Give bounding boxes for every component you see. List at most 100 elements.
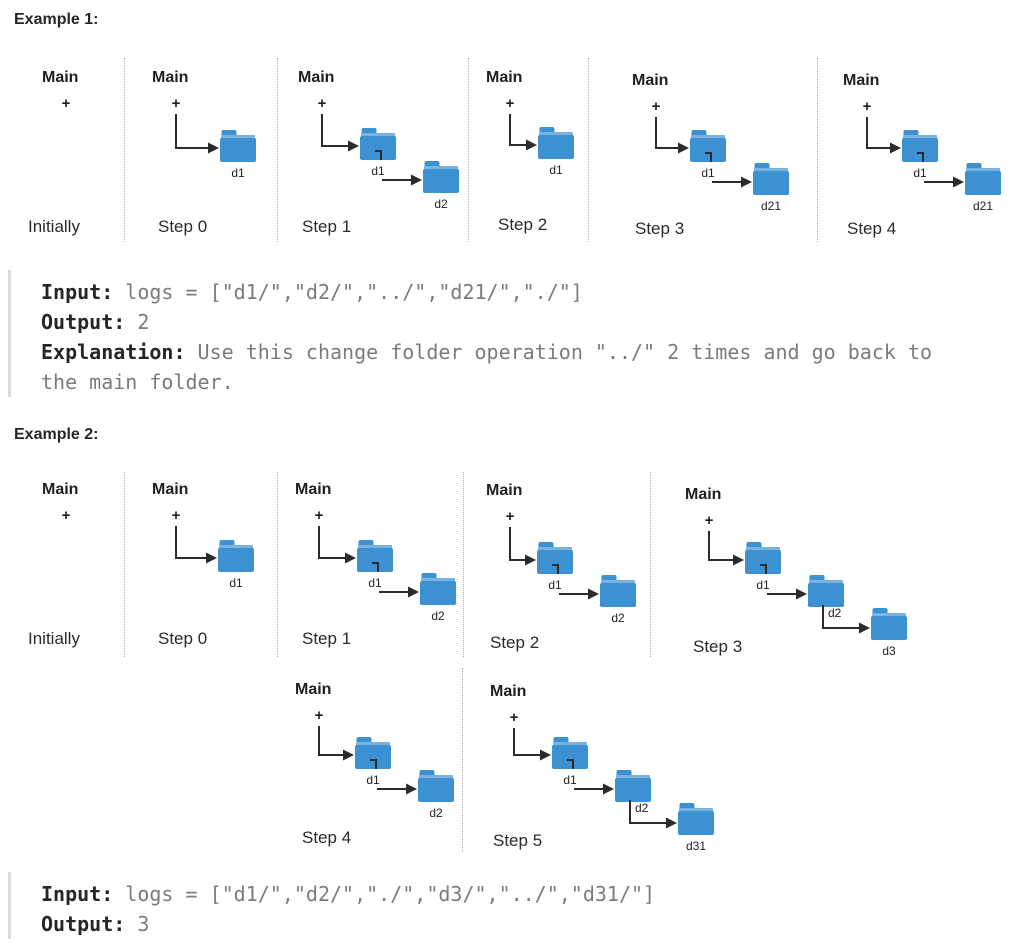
folder-icon [355,737,391,769]
panel-separator [650,472,651,657]
plus-icon: + [651,98,661,115]
connector-line [552,564,559,574]
connector-line [372,562,379,572]
step-label: Step 0 [158,629,208,648]
output-value: 2 [125,310,150,334]
plus-icon: + [862,98,872,115]
step-label: Initially [28,629,80,648]
folder-label: d1 [371,164,385,178]
arrowhead-icon [741,176,752,188]
folder-label: d1 [231,166,245,180]
connector-line [655,117,680,149]
step-label: Step 2 [498,215,548,234]
output-line: Output: 3 [41,909,946,939]
panel-separator [277,58,278,242]
step-label: Step 5 [493,831,543,850]
connector-line [708,531,735,561]
arrowhead-icon [348,140,359,152]
arrowhead-icon [678,142,689,154]
plus-icon: + [704,512,714,529]
example2-heading: Example 2: [14,426,99,443]
explanation-value: Use this change folder operation "../" 2… [41,340,945,394]
folder-label: d1 [756,578,770,592]
step-label: Step 3 [635,219,685,238]
connector-line [705,152,712,162]
folder-icon [808,575,844,607]
connector-line [318,726,345,756]
folder-label: d1 [229,576,243,590]
step-label: Step 2 [490,633,540,652]
main-label: Main [42,69,79,86]
main-label: Main [152,481,189,498]
connector-line [375,150,382,160]
main-label: Main [295,481,332,498]
main-label: Main [632,72,669,89]
connector-line [866,117,892,149]
panel-separator [277,472,278,657]
input-value: logs = ["d1/","d2/","../","d21/","./"] [113,280,583,304]
folder-label: d1 [563,773,577,787]
main-label: Main [685,486,722,503]
folder-label: d1 [913,166,927,180]
folder-label: d21 [760,199,782,213]
step-label: Initially [28,217,80,236]
plus-icon: + [509,709,519,726]
folder-icon [615,770,651,802]
main-label: Main [295,681,332,698]
step-label: Step 0 [158,217,208,236]
input-label: Input: [41,882,114,906]
folder-label: d1 [701,166,715,180]
arrowhead-icon [796,588,807,600]
main-label: Main [843,72,880,89]
main-label: Main [298,69,335,86]
connector-line [175,114,210,149]
plus-icon: + [61,95,71,112]
connector-line [760,564,767,574]
connector-line [917,152,924,162]
folder-label: d3 [882,644,896,658]
panel-separator [817,58,818,242]
input-label: Input: [41,280,114,304]
arrowhead-icon [208,142,219,154]
folder-icon [552,737,588,769]
folder-icon [678,803,714,835]
connector-line [370,759,377,769]
folder-icon [357,540,393,572]
arrowhead-icon [343,749,354,761]
connector-line [175,526,208,559]
plus-icon: + [505,95,515,112]
input-line: Input: logs = ["d1/","d2/","../","d21/",… [41,277,946,307]
plus-icon: + [505,508,515,525]
input-value: logs = ["d1/","d2/","./","d3/","../","d3… [113,882,656,906]
panel-separator [588,58,589,242]
folder-icon [690,130,726,162]
connector-line [318,526,347,559]
folder-label: d2 [828,606,842,620]
output-label: Output: [41,912,126,936]
input-line: Input: logs = ["d1/","d2/","./","d3/",".… [41,879,946,909]
arrowhead-icon [408,586,419,598]
connector-line [509,527,527,561]
folder-label: d1 [549,163,563,177]
connector-line [513,728,542,756]
folder-label: d2 [429,806,443,820]
plus-icon: + [314,707,324,724]
output-label: Output: [41,310,126,334]
main-label: Main [486,482,523,499]
example1-io-block: Input: logs = ["d1/","d2/","../","d21/",… [8,270,946,397]
folder-icon [220,130,256,162]
output-value: 3 [125,912,150,936]
panel-separator [462,668,463,852]
plus-icon: + [314,507,324,524]
plus-icon: + [61,507,71,524]
arrowhead-icon [953,176,964,188]
step-label: Step 3 [693,637,743,656]
plus-icon: + [171,95,181,112]
folder-label: d2 [434,197,448,211]
plus-icon: + [171,507,181,524]
folder-label: d2 [611,611,625,625]
folder-icon [418,770,454,802]
main-label: Main [486,69,523,86]
folder-icon [537,542,573,574]
